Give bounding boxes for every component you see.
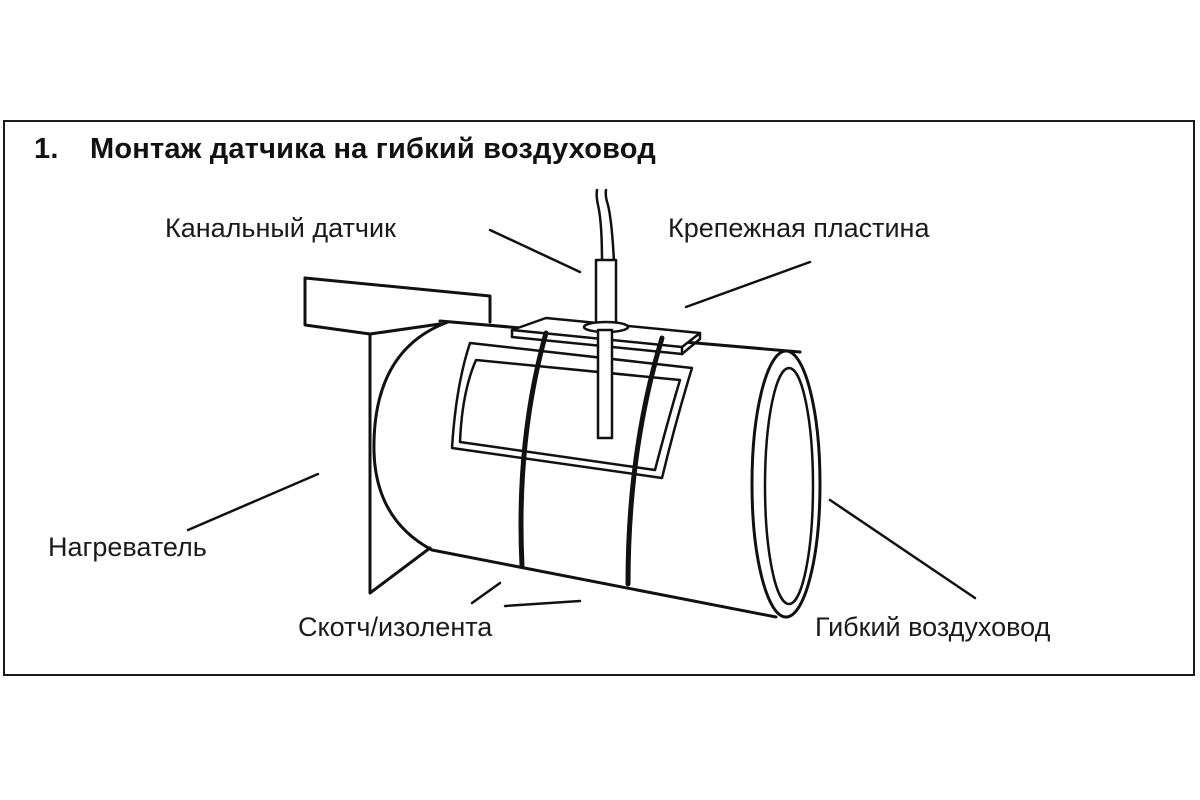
leader-lines <box>186 228 977 608</box>
diagram-title: 1. Монтаж датчика на гибкий воздуховод <box>34 133 656 166</box>
label-duct-sensor: Канальный датчик <box>165 213 396 243</box>
duct-sensor <box>582 188 630 440</box>
diagram-frame <box>3 120 1195 676</box>
duct-body <box>372 319 802 619</box>
duct-window <box>450 341 694 480</box>
title-number: 1. <box>34 133 59 165</box>
label-tape: Скотч/изолента <box>298 612 493 642</box>
label-mounting-plate: Крепежная пластина <box>668 213 930 243</box>
heater-box <box>303 276 492 595</box>
tape-straps <box>518 330 665 587</box>
duct-opening <box>750 349 822 619</box>
title-text: Монтаж датчика на гибкий воздуховод <box>90 133 656 165</box>
label-flexible-duct: Гибкий воздуховод <box>815 612 1051 642</box>
label-heater: Нагреватель <box>48 532 207 562</box>
